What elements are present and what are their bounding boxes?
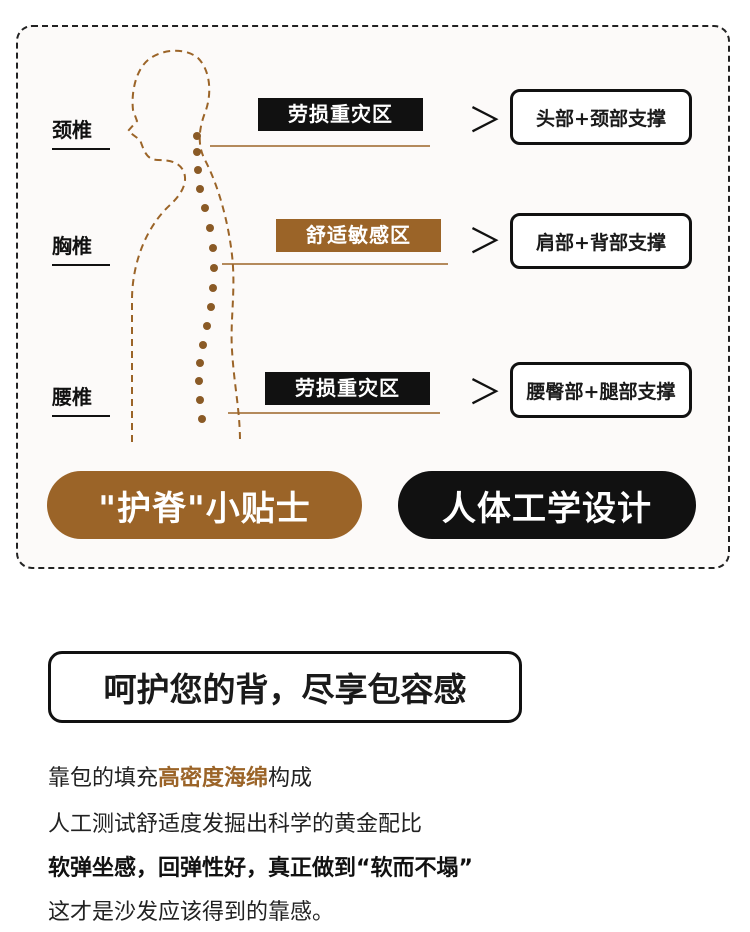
label-cervical: 颈椎 <box>52 118 110 150</box>
vertebra-dot <box>198 415 206 423</box>
body-outline <box>126 49 241 443</box>
zone-tag-bottom: 劳损重灾区 <box>265 372 430 405</box>
ergonomic-design-pill: 人体工学设计 <box>398 471 696 539</box>
vertebra-dot <box>194 166 202 174</box>
headline-box: 呵护您的背，尽享包容感 <box>48 651 522 723</box>
paragraph-line-2: 人工测试舒适度发掘出科学的黄金配比 <box>48 812 423 837</box>
vertebra-dot <box>195 377 203 385</box>
paragraph-line-1-suffix: 构成 <box>268 766 313 791</box>
vertebra-dot <box>209 284 217 292</box>
arrow-icon-bottom: ＞ <box>468 373 502 413</box>
label-lumbar: 腰椎 <box>52 385 110 417</box>
paragraph-line-3: 软弹坐感，回弹性好，真正做到“软而不塌” <box>48 856 473 881</box>
support-box-shoulder-back: 肩部+背部支撑 <box>510 213 692 269</box>
label-thoracic: 胸椎 <box>52 234 110 266</box>
spine-tips-pill: "护脊"小贴士 <box>47 471 362 539</box>
vertebra-dot <box>203 322 211 330</box>
highlight-high-density-sponge: 高密度海绵 <box>158 766 269 791</box>
vertebra-dot <box>196 359 204 367</box>
vertebra-dot <box>206 224 214 232</box>
arrow-icon-middle: ＞ <box>468 222 502 262</box>
vertebra-dot <box>210 264 218 272</box>
arrow-icon-top: ＞ <box>468 101 502 141</box>
vertebra-dot <box>207 303 215 311</box>
vertebra-dot <box>196 396 204 404</box>
paragraph-line-1: 靠包的填充高密度海绵构成 <box>48 764 312 794</box>
vertebra-dot <box>201 204 209 212</box>
vertebra-dot <box>209 244 217 252</box>
spine-vertebrae-dots <box>193 132 218 423</box>
vertebra-dot <box>193 148 201 156</box>
support-box-head-neck: 头部+颈部支撑 <box>510 89 692 145</box>
zone-tag-middle: 舒适敏感区 <box>276 219 441 252</box>
vertebra-dot <box>193 132 201 140</box>
vertebra-dot <box>196 185 204 193</box>
vertebra-dot <box>199 341 207 349</box>
paragraph-line-1-prefix: 靠包的填充 <box>48 766 159 791</box>
zone-tag-top: 劳损重灾区 <box>258 98 423 131</box>
paragraph-line-4: 这才是沙发应该得到的靠感。 <box>48 900 335 925</box>
support-box-waist-leg: 腰臀部+腿部支撑 <box>510 362 692 418</box>
